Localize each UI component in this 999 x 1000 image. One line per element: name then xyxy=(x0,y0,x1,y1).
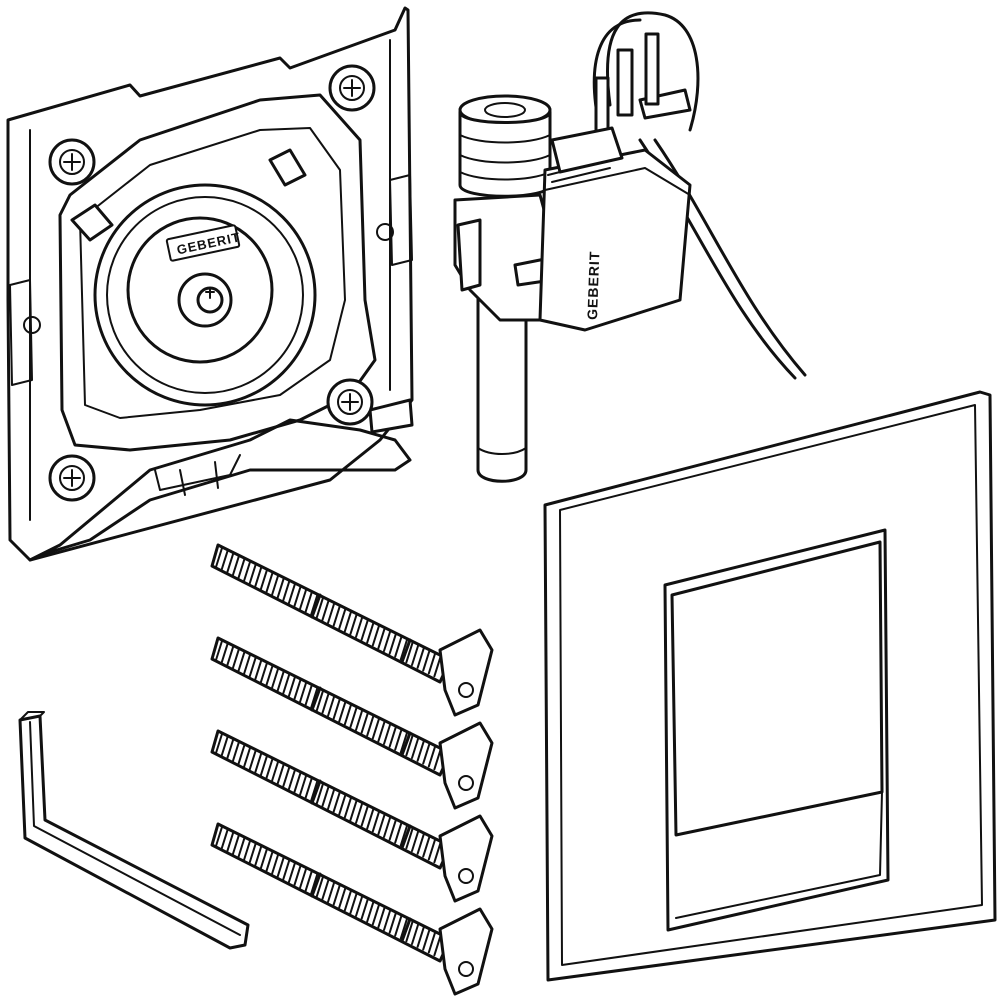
screw xyxy=(326,378,374,426)
cover-plate xyxy=(543,390,997,982)
fixing-bolt xyxy=(210,543,494,717)
fixing-bolt xyxy=(210,729,494,903)
fixing-bolt xyxy=(210,822,494,996)
valve-unit: GEBERIT xyxy=(453,11,807,483)
fixing-bolts xyxy=(210,543,494,996)
hex-key xyxy=(18,711,250,950)
disc-logo: GEBERIT xyxy=(165,224,242,262)
fixing-bolt xyxy=(210,636,494,810)
valve-logo-text: GEBERIT xyxy=(584,250,602,320)
screw xyxy=(328,64,376,112)
mounting-plate: GEBERIT xyxy=(6,6,414,562)
screw xyxy=(48,138,96,186)
valve-logo: GEBERIT xyxy=(584,250,602,320)
screw xyxy=(48,454,96,502)
